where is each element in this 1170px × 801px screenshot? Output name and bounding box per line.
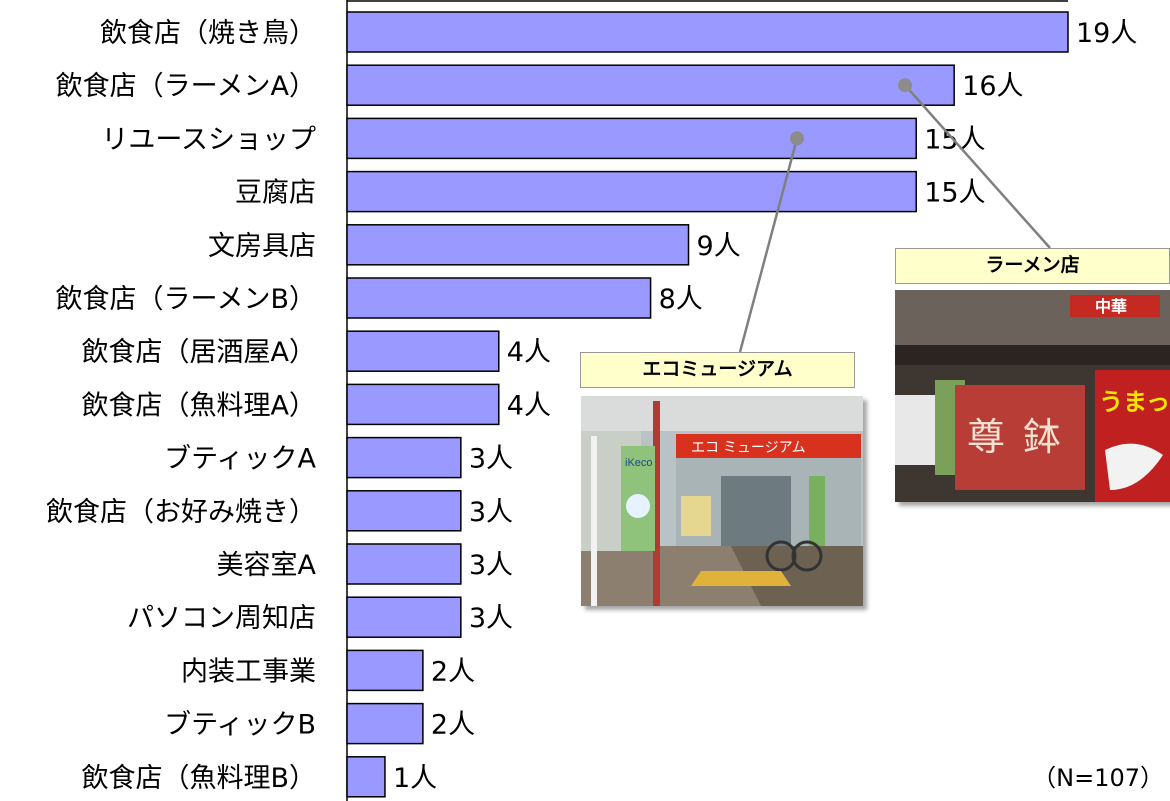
value-label: 4人 [507,390,551,421]
category-label: ブティックA [164,444,316,475]
value-label: 3人 [469,603,513,634]
bar [346,64,955,106]
bar [346,330,500,372]
value-label: 3人 [469,497,513,528]
bar [346,490,462,532]
value-label: 9人 [697,231,741,262]
value-label: 16人 [962,71,1023,102]
category-label: 飲食店（魚料理A） [82,390,316,421]
ramen-shop-photo-art: 中華 尊 鉢 うまっ! [895,290,1170,502]
callout-title-eco-museum: エコミュージアム [580,352,855,388]
flag-text: iKeco [625,457,653,469]
category-label: 内装工事業 [181,656,316,687]
category-label: 飲食店（ラーメンB） [56,284,316,315]
bar [346,702,424,745]
eco-museum-leader-line-dot [790,131,804,146]
museum-banner-text: エコ ミュージアム [691,439,806,455]
category-label: ブティックB [164,710,316,741]
shop-sign-text: 中華 [1095,297,1127,316]
bar [346,543,462,585]
value-label: 8人 [659,284,703,315]
category-label: 文房具店 [208,231,316,262]
category-label: 飲食店（居酒屋A） [82,337,316,368]
value-label: 3人 [469,550,513,581]
category-label: パソコン周知店 [127,603,316,634]
bar [346,224,690,266]
category-label: 飲食店（魚料理B） [81,763,316,794]
noren-text-1: 尊 [967,415,1005,459]
bar [346,756,386,798]
noren-text-2: 鉢 [1023,415,1061,459]
bar [346,596,462,638]
bar [346,170,917,213]
bar [346,117,917,160]
eco-museum-photo: iKeco エコ ミュージアム [581,396,863,606]
value-label: 15人 [924,178,985,209]
bar [346,436,462,479]
category-label: 豆腐店 [235,178,316,209]
category-label: 飲食店（お好み焼き） [46,497,316,528]
bar [346,11,1069,53]
value-label: 2人 [431,656,475,687]
value-label: 1人 [393,763,437,794]
ramen-shop-photo: 中華 尊 鉢 うまっ! [895,290,1170,502]
value-label: 4人 [507,337,551,368]
ramen-shop-leader-line-dot [898,78,912,93]
bar [346,277,652,319]
category-label: 飲食店（ラーメンA） [56,71,316,102]
category-label: 美容室A [217,550,317,581]
bar [346,383,500,426]
value-label: 2人 [431,710,475,741]
bar [346,649,424,692]
noren-text-3: うまっ! [1099,389,1170,416]
ramen-shop-leader-line [904,84,1051,249]
value-label: 3人 [469,444,513,475]
callout-title-ramen-shop: ラーメン店 [895,248,1170,284]
sample-size-note: （N=107） [1032,764,1164,792]
category-label: リユースショップ [101,124,316,155]
category-label: 飲食店（焼き鳥） [100,18,316,49]
eco-museum-leader-line [738,138,799,353]
eco-museum-photo-art: iKeco エコ ミュージアム [581,396,863,606]
value-label: 19人 [1076,18,1137,49]
